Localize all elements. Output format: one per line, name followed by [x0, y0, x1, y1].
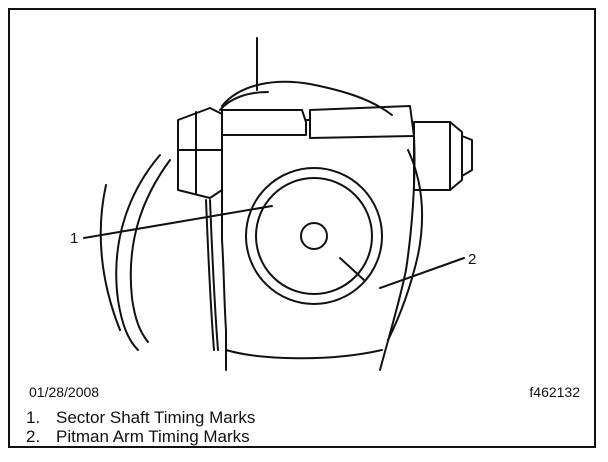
- figure-frame: 1 2 01/28/2008 f462132 1. Sector Shaft T…: [8, 8, 596, 448]
- right-nut: [413, 121, 463, 191]
- pitman-timing-mark: [339, 257, 365, 281]
- steering-gear-drawing: 1 2: [70, 37, 476, 371]
- callout-2-label: 2: [468, 251, 476, 268]
- figure-id: f462132: [529, 384, 580, 400]
- pitman-arm: [221, 134, 227, 371]
- legend-item: 1. Sector Shaft Timing Marks: [26, 408, 255, 427]
- figure-date: 01/28/2008: [29, 384, 100, 400]
- legend-item: 2. Pitman Arm Timing Marks: [26, 427, 255, 446]
- callout-1-label: 1: [70, 230, 78, 247]
- legend-text: Sector Shaft Timing Marks: [56, 408, 256, 427]
- callout-2-leader: [379, 257, 465, 289]
- shaft-center-hole: [300, 222, 328, 250]
- sector-shaft-outer: [245, 167, 383, 305]
- pitman-clamp: [221, 109, 307, 136]
- housing-outline: [115, 154, 161, 351]
- legend: 1. Sector Shaft Timing Marks 2. Pitman A…: [26, 408, 255, 446]
- legend-number: 2.: [26, 427, 41, 446]
- legend-text: Pitman Arm Timing Marks: [56, 427, 250, 446]
- legend-number: 1.: [26, 408, 41, 427]
- callout-1-leader: [83, 205, 273, 239]
- left-bolt: [177, 107, 223, 199]
- sector-shaft-inner: [255, 177, 373, 295]
